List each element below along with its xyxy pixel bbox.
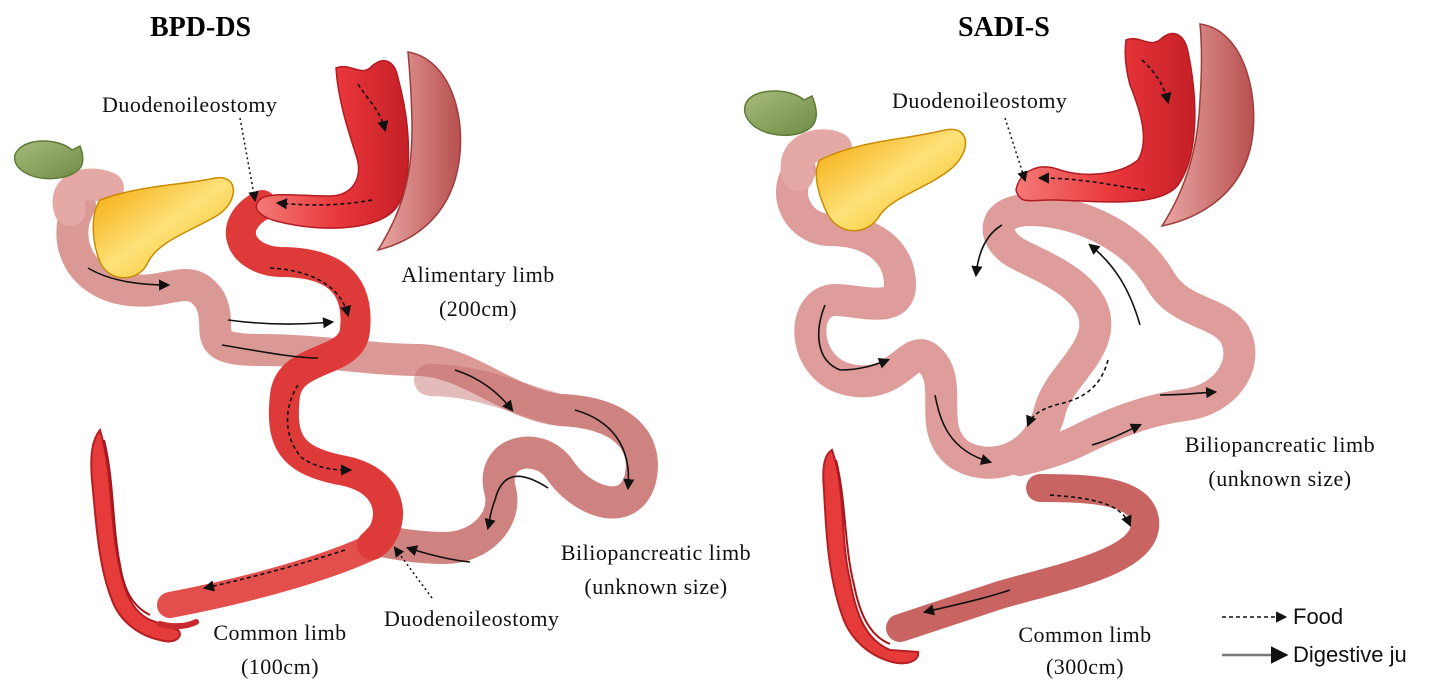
label-common-limb-right: Common limb [985,622,1185,648]
gallbladder-right [745,91,817,135]
label-duodenoileostomy-top: Duodenoileostomy [102,92,277,118]
legend-digestive-label: Digestive ju [1293,642,1407,668]
stomach-right [1016,34,1195,202]
sadi-s-diagram [745,24,1254,663]
label-biliopancreatic-limb: Biliopancreatic limb [536,540,776,566]
legend-food-label: Food [1293,604,1343,630]
label-common-limb-size: (100cm) [180,654,380,680]
juice-arrow [228,320,332,324]
label-alimentary-limb: Alimentary limb [378,262,578,288]
panel-title-sadi-s: SADI-S [958,12,1050,44]
legend [1222,617,1285,655]
label-duodenoileostomy-bottom: Duodenoileostomy [384,606,559,632]
biliopancreatic-limb-left [72,205,642,548]
label-biliopancreatic-limb-right: Biliopancreatic limb [1160,432,1400,458]
label-common-limb: Common limb [180,620,380,646]
gallbladder-left [15,141,83,179]
label-common-limb-size-right: (300cm) [985,654,1185,680]
common-limb-right [900,488,1145,628]
panel-title-bpd-ds: BPD-DS [150,12,251,44]
pointer-duodenoileostomy-top [240,118,255,200]
label-duodenoileostomy-top-right: Duodenoileostomy [892,88,1067,114]
pointer-duodenoileostomy-top [1005,118,1025,180]
label-biliopancreatic-limb-size-right: (unknown size) [1160,466,1400,492]
label-biliopancreatic-limb-size: (unknown size) [536,574,776,600]
label-alimentary-limb-size: (200cm) [378,296,578,322]
